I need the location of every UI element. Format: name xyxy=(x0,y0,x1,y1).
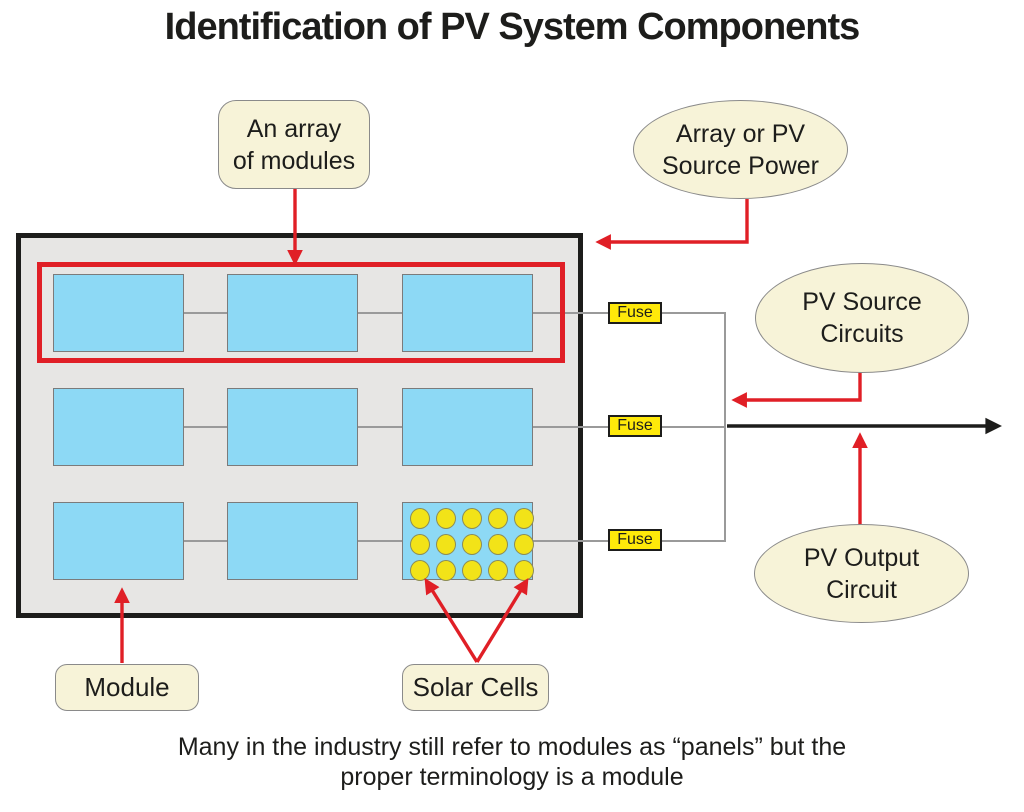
pv-module xyxy=(227,388,358,466)
solar-cell xyxy=(410,508,430,529)
fuse-box: Fuse xyxy=(608,529,662,551)
ellipse-pv-output-circuit: PV Output Circuit xyxy=(754,524,969,623)
pv-module xyxy=(402,388,533,466)
solar-cell xyxy=(488,534,508,555)
solar-cell xyxy=(410,534,430,555)
caption: Many in the industry still refer to modu… xyxy=(177,733,847,791)
callout-solar-cells: Solar Cells xyxy=(402,664,549,711)
solar-cell xyxy=(488,560,508,581)
module-wire xyxy=(184,312,227,314)
pv-module xyxy=(53,502,184,580)
arrow-source-power xyxy=(595,199,749,250)
solar-cell xyxy=(462,560,482,581)
fuse-box: Fuse xyxy=(608,415,662,437)
pv-module xyxy=(227,502,358,580)
ellipse-pv-source-circuits: PV Source Circuits xyxy=(755,263,969,373)
solar-cell xyxy=(462,534,482,555)
solar-cell xyxy=(436,508,456,529)
callout-array-of-modules: An array of modules xyxy=(218,100,370,189)
solar-cell xyxy=(436,560,456,581)
module-wire xyxy=(184,540,227,542)
callout-module: Module xyxy=(55,664,199,711)
solar-cells-grid xyxy=(403,503,534,581)
page-title: Identification of PV System Components xyxy=(164,6,861,48)
module-wire xyxy=(358,312,402,314)
pv-module-solar-cells xyxy=(402,502,534,581)
solar-cell xyxy=(514,508,534,529)
ellipse-array-source-power: Array or PV Source Power xyxy=(633,100,848,199)
source-circuits-label: PV Source Circuits xyxy=(802,288,922,348)
solar-cell xyxy=(488,508,508,529)
output-circuit-label: PV Output Circuit xyxy=(803,543,920,604)
solar-cell xyxy=(436,534,456,555)
module-wire xyxy=(358,540,402,542)
combiner-bus-wire xyxy=(724,312,726,542)
pv-module xyxy=(402,274,533,352)
solar-cell xyxy=(514,560,534,581)
callout-array-label: An array of modules xyxy=(232,114,356,175)
arrow-source-circuits xyxy=(731,372,862,408)
pv-module xyxy=(53,274,184,352)
solar-cell xyxy=(514,534,534,555)
pv-module xyxy=(53,388,184,466)
solar-cell xyxy=(410,560,430,581)
source-power-label: Array or PV Source Power xyxy=(661,119,820,180)
module-label: Module xyxy=(84,671,170,702)
module-wire xyxy=(358,426,402,428)
solar-cell xyxy=(462,508,482,529)
pv-module xyxy=(227,274,358,352)
fuse-box: Fuse xyxy=(608,302,662,324)
module-wire xyxy=(184,426,227,428)
solar-cells-label: Solar Cells xyxy=(412,671,539,702)
